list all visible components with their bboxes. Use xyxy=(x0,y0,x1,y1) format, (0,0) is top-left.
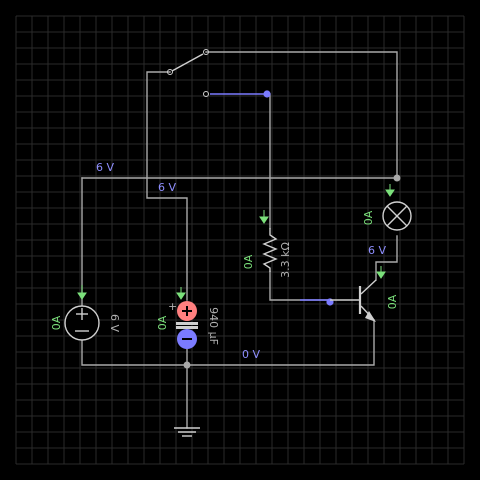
grid xyxy=(15,15,465,465)
node-voltage-label: 6 V xyxy=(96,161,114,174)
resistor[interactable] xyxy=(259,210,278,272)
node-voltage-label: 0 V xyxy=(242,348,260,361)
lamp-current-arrow xyxy=(385,184,395,197)
transistor[interactable] xyxy=(330,266,386,322)
selected-endpoint-dot[interactable] xyxy=(263,90,271,98)
resistor-zigzag xyxy=(262,228,278,272)
switch[interactable] xyxy=(167,49,209,97)
wires xyxy=(81,51,398,429)
cap-value-label: 940 µF xyxy=(207,307,220,345)
wire-lamp-bottom[interactable] xyxy=(375,235,398,281)
capacitor[interactable]: + xyxy=(168,287,198,349)
switch-top-terminal xyxy=(203,49,209,55)
resistor-value-label: 3.3 kΩ xyxy=(279,242,292,278)
wire-source-bottom[interactable] xyxy=(81,339,188,366)
resistor-current-label: 0A xyxy=(242,254,255,269)
cap-plate-top xyxy=(176,322,198,325)
cap-plus-marker: + xyxy=(168,300,177,313)
dc-source[interactable] xyxy=(64,285,100,341)
resistor-current-arrow xyxy=(259,210,269,224)
cap-plate-bottom xyxy=(176,326,198,329)
source-symbol xyxy=(64,305,100,341)
switch-blade xyxy=(171,53,204,72)
lamp-current-label: 0A xyxy=(362,210,375,225)
junction-dot xyxy=(393,174,401,182)
switch-bottom-terminal xyxy=(203,91,209,97)
node-voltage-label: 6 V xyxy=(158,181,176,194)
transistor-current-label: 0A xyxy=(386,294,399,309)
junction-dot xyxy=(183,361,191,369)
transistor-collector xyxy=(360,279,377,295)
source-current-label: 0A xyxy=(50,315,63,330)
switch-pivot-terminal xyxy=(167,69,173,75)
lamp[interactable] xyxy=(382,184,412,231)
wire-switch-left[interactable] xyxy=(146,71,188,301)
node-voltage-label: 6 V xyxy=(368,244,386,257)
transistor-current-arrow xyxy=(376,266,386,279)
source-current-arrow xyxy=(77,285,87,300)
ground-symbol[interactable] xyxy=(174,427,200,437)
cap-current-arrow xyxy=(176,287,186,300)
cap-current-label: 0A xyxy=(156,315,169,330)
source-value-label: 6 V xyxy=(108,314,121,332)
wire-ground-rail[interactable] xyxy=(186,319,375,366)
lamp-cross xyxy=(386,205,408,227)
transistor-emitter-arrow xyxy=(365,311,376,322)
wire-switch-top-right[interactable] xyxy=(205,51,398,179)
